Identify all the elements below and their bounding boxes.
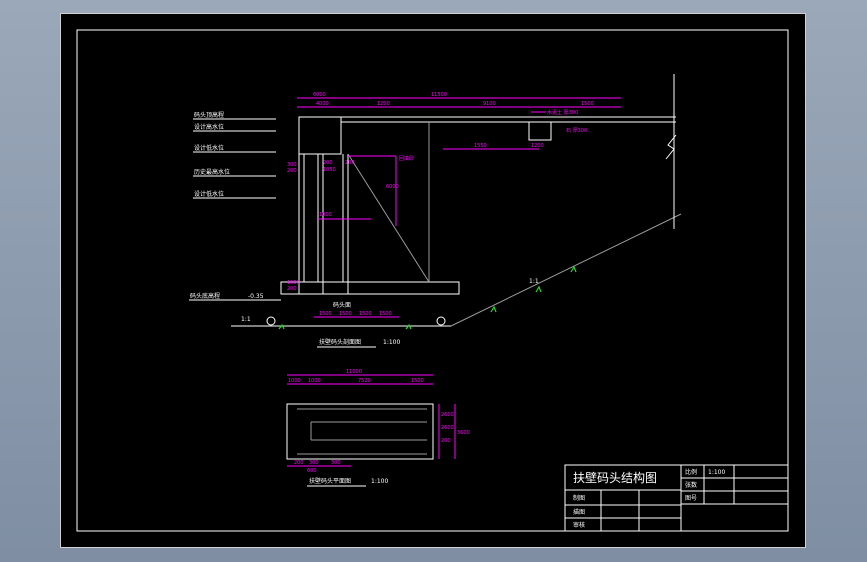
- dim-top-3: 4000: [316, 101, 329, 107]
- dim-left-2: 200: [287, 168, 297, 174]
- dim-left-3: 1000: [287, 280, 300, 286]
- plan-dim-bottom-2: 300: [309, 460, 319, 466]
- bottom-level-value: -0.35: [248, 293, 264, 300]
- drawing-title: 扶壁码头结构图: [573, 470, 657, 485]
- plan-dim-bottom-3: 600: [307, 468, 317, 474]
- plan-dim-top-3: 1000: [308, 378, 321, 384]
- row-label-1: 制图: [573, 494, 585, 502]
- right-row-label-3: 图号: [685, 495, 697, 502]
- note-2: 石 厚300: [566, 128, 587, 134]
- level-label-3: 设计低水位: [194, 144, 224, 152]
- dim-mid-6: 1000: [319, 212, 332, 218]
- plan-view: 11000 1000 1000 7520 1500 2600 2600 200 …: [286, 369, 470, 487]
- level-label-1: 码头顶高程: [194, 111, 224, 119]
- dim-base-1: 1500: [319, 311, 332, 317]
- dim-top-2: 11500: [431, 92, 447, 98]
- row-label-3: 审核: [573, 521, 585, 529]
- row-label-2: 描图: [573, 508, 585, 516]
- dim-top-5: 9100: [483, 101, 496, 107]
- level-label-5: 设计低水位: [194, 190, 224, 198]
- cad-viewport[interactable]: 码头顶高程 设计高水位 设计低水位 历史最高水位 设计低水位 6000 1150…: [60, 13, 806, 548]
- plan-dim-right-1: 2600: [441, 412, 454, 418]
- note-1: 水泥土 厚300: [547, 109, 578, 116]
- section-scale: 1:100: [383, 339, 400, 346]
- plan-dim-top-2: 1000: [288, 378, 301, 384]
- plan-dim-right-2: 2600: [441, 425, 454, 431]
- deck-label: 码头面: [333, 301, 351, 309]
- bottom-level-label: 码头底高程: [190, 292, 220, 300]
- right-row-label-2: 张数: [685, 481, 697, 489]
- drawing-canvas: 码头顶高程 设计高水位 设计低水位 历史最高水位 设计低水位 6000 1150…: [76, 29, 789, 532]
- dim-base-3: 1500: [359, 311, 372, 317]
- dim-top-1: 6000: [313, 92, 326, 98]
- section-title: 扶壁码头剖面图: [319, 338, 361, 346]
- drawing-border: [76, 29, 789, 532]
- dim-top-4: 1200: [377, 101, 390, 107]
- right-row-label-1: 比例: [685, 468, 697, 476]
- dim-base-2: 1500: [339, 311, 352, 317]
- plan-scale: 1:100: [371, 478, 388, 485]
- dim-left-1: 300: [287, 162, 297, 168]
- slope-label-left: 1:1: [241, 316, 251, 323]
- dim-top-6: 1500: [581, 101, 594, 107]
- plan-dim-bottom-1: 200: [294, 460, 304, 466]
- plan-dim-right-4: 3600: [457, 430, 470, 436]
- backfill-label: 回填砂: [399, 155, 414, 162]
- level-label-2: 设计高水位: [194, 123, 224, 131]
- plan-dim-right-3: 200: [441, 438, 451, 444]
- dim-mid-4: 1050: [323, 167, 336, 173]
- dim-mid-7: 6000: [386, 184, 399, 190]
- plan-dim-bottom-4: 300: [331, 460, 341, 466]
- dim-mid-5: 200: [345, 160, 355, 166]
- plan-dim-top-4: 7520: [358, 378, 371, 384]
- grass-marks: [278, 265, 577, 330]
- title-block: 扶壁码头结构图 制图 描图 审核 比例 张数 图号 1:100: [564, 464, 789, 532]
- dim-base-4: 1500: [379, 311, 392, 317]
- plan-dim-top-5: 1500: [411, 378, 424, 384]
- section-view: 码头顶高程 设计高水位 设计低水位 历史最高水位 设计低水位 6000 1150…: [189, 74, 682, 348]
- dim-mid-3: 200: [323, 160, 333, 166]
- plan-dim-top-1: 11000: [346, 369, 362, 375]
- dim-mid-2: 1200: [531, 143, 544, 149]
- dim-mid-1: 1550: [474, 143, 487, 149]
- water-level-marks: 码头顶高程 设计高水位 设计低水位 历史最高水位 设计低水位: [193, 111, 276, 199]
- plan-title: 扶壁码头平面图: [309, 477, 351, 485]
- scale-value: 1:100: [708, 469, 725, 476]
- dim-left-4: 200: [287, 286, 297, 292]
- level-label-4: 历史最高水位: [194, 168, 230, 176]
- slope-label-right: 1:1: [529, 278, 539, 285]
